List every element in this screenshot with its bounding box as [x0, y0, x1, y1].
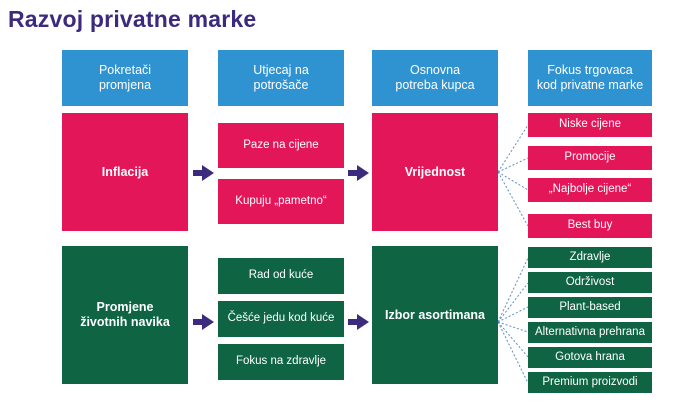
focus-item: „Najbolje cijene“: [528, 178, 652, 202]
connector-line: [497, 306, 529, 323]
right-arrow-icon: [357, 314, 369, 330]
connector-line: [497, 171, 529, 191]
focus-item: Best buy: [528, 214, 652, 238]
right-arrow-icon: [357, 165, 369, 181]
driver-lifestyle: Promjene životnih navika: [62, 246, 188, 384]
connector-line: [497, 282, 529, 323]
need-assortment: Izbor asortimana: [372, 246, 498, 384]
need-value: Vrijednost: [372, 113, 498, 231]
focus-item: Premium proizvodi: [528, 372, 652, 393]
header-impact: Utjecaj na potrošače: [218, 50, 344, 106]
focus-item: Održivost: [528, 272, 652, 293]
impact-item: Paze na cijene: [218, 123, 344, 168]
focus-item: Alternativna prehrana: [528, 322, 652, 343]
header-need: Osnovna potreba kupca: [372, 50, 498, 106]
focus-item: Promocije: [528, 146, 652, 170]
arrow-shaft: [348, 170, 358, 176]
header-focus: Fokus trgovaca kod privatne marke: [528, 50, 652, 106]
page-title: Razvoj privatne marke: [8, 6, 257, 32]
focus-item: Zdravlje: [528, 247, 652, 268]
connector-line: [497, 257, 529, 323]
right-arrow-icon: [202, 165, 214, 181]
focus-item: Gotova hrana: [528, 347, 652, 368]
impact-item: Kupuju „pametno“: [218, 179, 344, 224]
arrow-shaft: [348, 319, 358, 325]
focus-item: Niske cijene: [528, 113, 652, 137]
connector-line: [497, 157, 529, 173]
connector-line: [497, 124, 529, 173]
impact-item: Češće jedu kod kuće: [218, 301, 344, 337]
header-drivers: Pokretači promjena: [62, 50, 188, 106]
focus-item: Plant-based: [528, 297, 652, 318]
connector-line: [497, 321, 529, 333]
arrow-shaft: [193, 319, 203, 325]
impact-item: Fokus na zdravlje: [218, 344, 344, 380]
driver-inflation: Inflacija: [62, 113, 188, 231]
arrow-shaft: [193, 170, 203, 176]
connector-line: [497, 321, 529, 384]
connector-line: [497, 171, 529, 227]
impact-item: Rad od kuće: [218, 258, 344, 294]
right-arrow-icon: [202, 314, 214, 330]
